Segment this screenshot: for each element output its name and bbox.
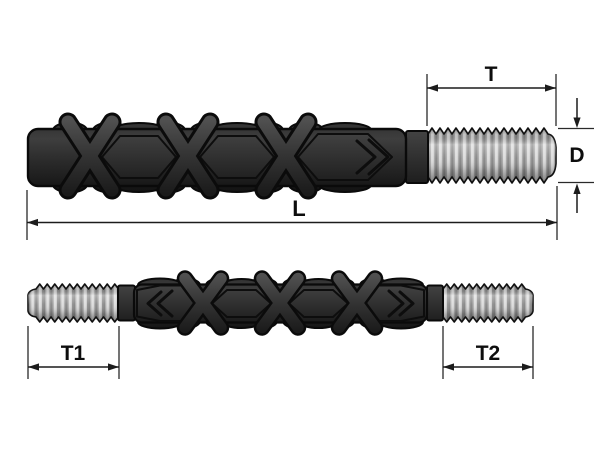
arrowhead-left (28, 363, 39, 371)
x-band (257, 115, 315, 197)
x-band (61, 115, 119, 197)
collar-left (117, 284, 136, 322)
x-band (333, 272, 381, 334)
arrowhead-up (573, 183, 581, 194)
dimension-label-T: T (485, 63, 498, 86)
dimension-label-T2: T2 (476, 342, 501, 365)
knurl-chevron (146, 290, 163, 317)
knurl-chevron (367, 138, 390, 176)
knurl-chevron (387, 289, 405, 318)
x-band (256, 272, 304, 334)
threaded-end-right-shading (443, 284, 533, 322)
knurl-facet (101, 135, 177, 179)
collar (405, 130, 429, 184)
arrowhead-right (108, 363, 119, 371)
dimension-overall-length: L (26, 186, 558, 240)
stud-threaded-one-end (26, 112, 557, 200)
arrowhead-right (522, 363, 533, 371)
dimension-end2-thread-length: T2 (442, 326, 534, 379)
dimension-end1-thread-length: T1 (27, 326, 120, 379)
arrowhead-right (546, 218, 557, 227)
x-band (159, 115, 217, 197)
x-band (179, 272, 227, 334)
threaded-end-left-shading (28, 284, 119, 322)
threaded-end-shading (428, 128, 556, 183)
arrowhead-left (443, 363, 454, 371)
arrowhead-down (573, 117, 581, 128)
dimension-label-L: L (292, 196, 305, 221)
dimension-label-D: D (569, 144, 584, 167)
knurl-chevron (355, 139, 377, 175)
dimension-label-T1: T1 (61, 342, 86, 365)
collar-right (426, 284, 444, 322)
knurl-chevron (398, 290, 415, 317)
dimension-diameter: D (558, 98, 594, 213)
knurl-end-facet (297, 133, 393, 181)
knurl-chevron (156, 289, 174, 318)
dimension-thread-length: T (426, 63, 557, 126)
arrowhead-right (545, 84, 556, 92)
stud-threaded-both-ends (27, 270, 534, 336)
arrowhead-left (427, 84, 438, 92)
arrowhead-left (27, 218, 38, 227)
knurl-facet (199, 135, 275, 179)
